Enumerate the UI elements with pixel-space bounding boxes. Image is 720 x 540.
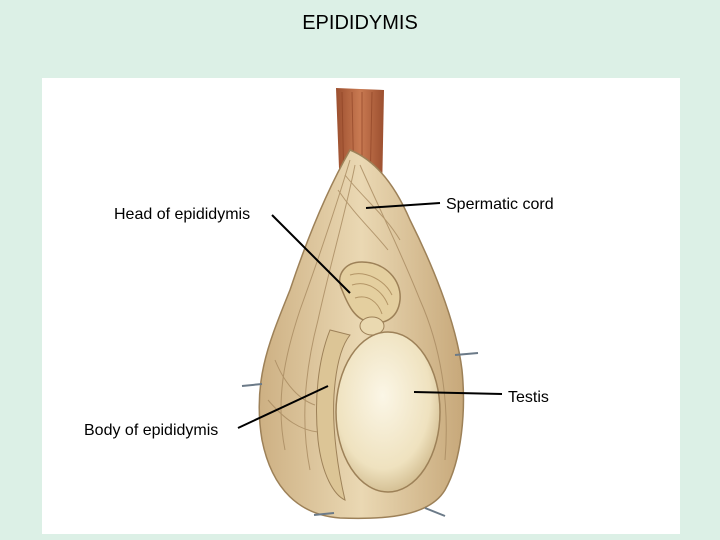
label-body-of-epididymis: Body of epididymis [84, 422, 219, 439]
epididymis-body [316, 329, 351, 501]
label-head-of-epididymis: Head of epididymis [114, 206, 251, 223]
slide-title: EPIDIDYMIS [302, 12, 418, 34]
testis [335, 331, 441, 493]
label-testis: Testis [508, 389, 549, 406]
epididymis-head [339, 261, 401, 324]
label-spermatic-cord: Spermatic cord [446, 196, 554, 213]
